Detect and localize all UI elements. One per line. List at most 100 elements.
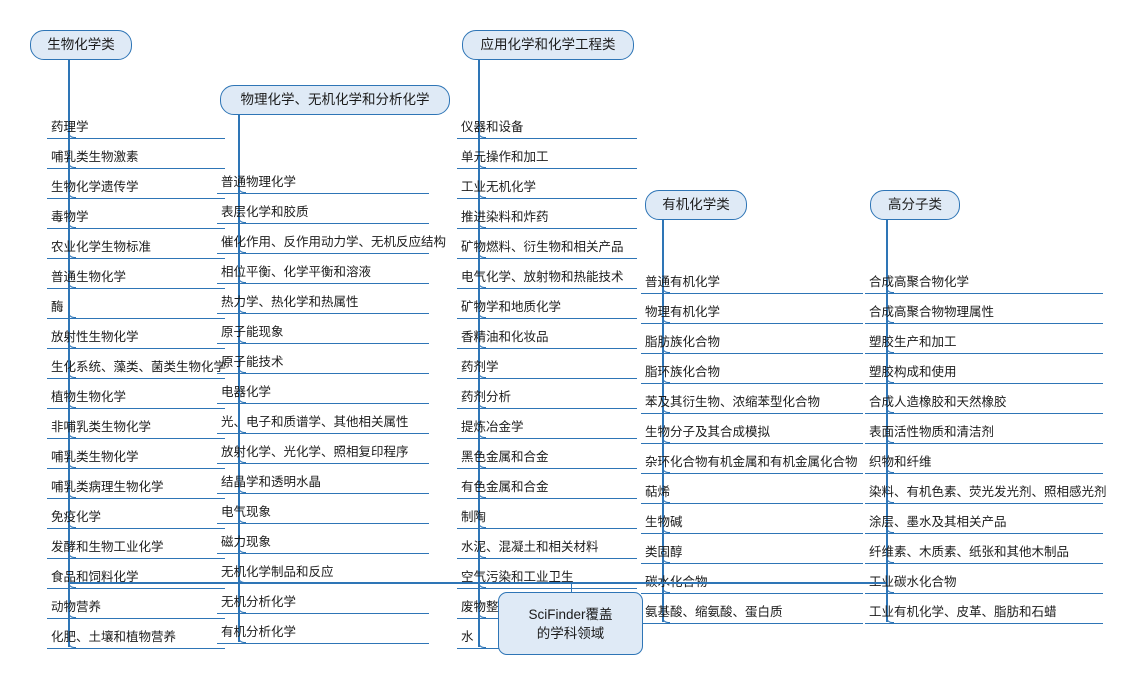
- leaf-item[interactable]: 物理有机化学: [641, 305, 863, 324]
- leaf-connector: [478, 398, 486, 408]
- leaf-item[interactable]: 植物生物化学: [47, 390, 225, 409]
- leaf-item[interactable]: 合成高聚合物物理属性: [865, 305, 1103, 324]
- leaf-item[interactable]: 热力学、热化学和热属性: [217, 295, 429, 314]
- leaf-item-label: 水泥、混凝土和相关材料: [461, 540, 599, 554]
- leaf-item[interactable]: 电气现象: [217, 505, 429, 524]
- leaf-item[interactable]: 结晶学和透明水晶: [217, 475, 429, 494]
- leaf-item[interactable]: 矿物学和地质化学: [457, 300, 637, 319]
- leaf-item[interactable]: 磁力现象: [217, 535, 429, 554]
- leaf-item[interactable]: 推进染料和炸药: [457, 210, 637, 229]
- leaf-item[interactable]: 杂环化合物有机金属和有机金属化合物: [641, 455, 863, 474]
- leaf-item[interactable]: 生化系统、藻类、菌类生物化学: [47, 360, 226, 379]
- leaf-item[interactable]: 氨基酸、缩氨酸、蛋白质: [641, 605, 863, 624]
- leaf-item[interactable]: 制陶: [457, 510, 637, 529]
- leaf-item[interactable]: 萜烯: [641, 485, 863, 504]
- leaf-item[interactable]: 合成高聚合物化学: [865, 275, 1103, 294]
- leaf-item[interactable]: 合成人造橡胶和天然橡胶: [865, 395, 1103, 414]
- leaf-item[interactable]: 无机分析化学: [217, 595, 429, 614]
- leaf-item-label: 苯及其衍生物、浓缩苯型化合物: [645, 395, 821, 409]
- leaf-item[interactable]: 表面活性物质和清洁剂: [865, 425, 1103, 444]
- category-header-organic[interactable]: 有机化学类: [645, 190, 747, 220]
- leaf-item[interactable]: 药剂分析: [457, 390, 637, 409]
- leaf-item[interactable]: 普通有机化学: [641, 275, 863, 294]
- leaf-item[interactable]: 非哺乳类生物化学: [47, 420, 225, 439]
- leaf-item[interactable]: 碳水化合物: [641, 575, 863, 594]
- leaf-connector: [238, 303, 246, 313]
- leaf-item[interactable]: 矿物燃料、衍生物和相关产品: [457, 240, 637, 259]
- leaf-item[interactable]: 酶: [47, 300, 225, 319]
- leaf-connector: [478, 368, 486, 378]
- leaf-item[interactable]: 染料、有机色素、荧光发光剂、照相感光剂: [865, 485, 1107, 504]
- leaf-item-label: 制陶: [461, 510, 487, 524]
- leaf-item[interactable]: 脂环族化合物: [641, 365, 863, 384]
- leaf-item[interactable]: 纤维素、木质素、纸张和其他木制品: [865, 545, 1103, 564]
- category-header-macromolecular[interactable]: 高分子类: [870, 190, 960, 220]
- leaf-item[interactable]: 黑色金属和合金: [457, 450, 637, 469]
- leaf-item[interactable]: 工业无机化学: [457, 180, 637, 199]
- leaf-item[interactable]: 原子能现象: [217, 325, 429, 344]
- leaf-item[interactable]: 有色金属和合金: [457, 480, 637, 499]
- leaf-item[interactable]: 涂层、墨水及其相关产品: [865, 515, 1103, 534]
- leaf-item[interactable]: 生物碱: [641, 515, 863, 534]
- leaf-connector: [886, 493, 894, 503]
- leaf-item[interactable]: 哺乳类生物激素: [47, 150, 225, 169]
- leaf-item[interactable]: 免疫化学: [47, 510, 225, 529]
- leaf-item[interactable]: 织物和纤维: [865, 455, 1103, 474]
- leaf-connector: [68, 608, 76, 618]
- leaf-item[interactable]: 塑胶构成和使用: [865, 365, 1103, 384]
- leaf-item[interactable]: 化肥、土壤和植物营养: [47, 630, 225, 649]
- leaf-item-label: 相位平衡、化学平衡和溶液: [221, 265, 372, 279]
- leaf-item[interactable]: 食品和饲料化学: [47, 570, 225, 589]
- category-header-physical-inorganic-analytical[interactable]: 物理化学、无机化学和分析化学: [220, 85, 450, 115]
- leaf-item[interactable]: 哺乳类病理生物化学: [47, 480, 225, 499]
- leaf-item[interactable]: 水泥、混凝土和相关材料: [457, 540, 637, 559]
- leaf-item[interactable]: 普通物理化学: [217, 175, 429, 194]
- leaf-item[interactable]: 表层化学和胶质: [217, 205, 429, 224]
- leaf-item[interactable]: 催化作用、反作用动力学、无机反应结构: [217, 235, 446, 254]
- leaf-item-label: 推进染料和炸药: [461, 210, 549, 224]
- root-node[interactable]: SciFinder覆盖 的学科领域: [498, 592, 643, 655]
- leaf-connector: [68, 638, 76, 648]
- leaf-item[interactable]: 电气化学、放射物和热能技术: [457, 270, 637, 289]
- leaf-item[interactable]: 动物营养: [47, 600, 225, 619]
- leaf-connector: [68, 548, 76, 558]
- leaf-item-label: 发酵和生物工业化学: [51, 540, 164, 554]
- leaf-item[interactable]: 生物分子及其合成模拟: [641, 425, 863, 444]
- leaf-item-label: 原子能现象: [221, 325, 284, 339]
- leaf-item[interactable]: 农业化学生物标准: [47, 240, 225, 259]
- leaf-item[interactable]: 塑胶生产和加工: [865, 335, 1103, 354]
- leaf-item[interactable]: 电器化学: [217, 385, 429, 404]
- leaf-item[interactable]: 发酵和生物工业化学: [47, 540, 225, 559]
- leaf-item[interactable]: 类固醇: [641, 545, 863, 564]
- leaf-item[interactable]: 放射性生物化学: [47, 330, 225, 349]
- leaf-item[interactable]: 放射化学、光化学、照相复印程序: [217, 445, 429, 464]
- leaf-item[interactable]: 生物化学遗传学: [47, 180, 225, 199]
- leaf-item-label: 无机分析化学: [221, 595, 297, 609]
- category-header-applied-chem-eng[interactable]: 应用化学和化学工程类: [462, 30, 634, 60]
- leaf-item[interactable]: 相位平衡、化学平衡和溶液: [217, 265, 429, 284]
- leaf-item[interactable]: 普通生物化学: [47, 270, 225, 289]
- leaf-item[interactable]: 毒物学: [47, 210, 225, 229]
- leaf-connector: [68, 308, 76, 318]
- leaf-item[interactable]: 工业有机化学、皮革、脂肪和石蜡: [865, 605, 1103, 624]
- leaf-item[interactable]: 空气污染和工业卫生: [457, 570, 637, 589]
- leaf-item[interactable]: 有机分析化学: [217, 625, 429, 644]
- leaf-item[interactable]: 提炼冶金学: [457, 420, 637, 439]
- leaf-item[interactable]: 苯及其衍生物、浓缩苯型化合物: [641, 395, 863, 414]
- leaf-item[interactable]: 原子能技术: [217, 355, 429, 374]
- leaf-item[interactable]: 工业碳水化合物: [865, 575, 1103, 594]
- leaf-item[interactable]: 光、电子和质谱学、其他相关属性: [217, 415, 429, 434]
- leaf-item[interactable]: 仪器和设备: [457, 120, 637, 139]
- category-header-label: 高分子类: [888, 196, 942, 212]
- column-spine-organic: [662, 220, 664, 622]
- leaf-item-label: 磁力现象: [221, 535, 272, 549]
- category-header-biochem[interactable]: 生物化学类: [30, 30, 132, 60]
- leaf-item-label: 脂肪族化合物: [645, 335, 721, 349]
- leaf-item[interactable]: 药剂学: [457, 360, 637, 379]
- leaf-item-label: 普通有机化学: [645, 275, 721, 289]
- leaf-item[interactable]: 香精油和化妆品: [457, 330, 637, 349]
- leaf-item[interactable]: 单元操作和加工: [457, 150, 637, 169]
- leaf-item[interactable]: 药理学: [47, 120, 225, 139]
- leaf-item[interactable]: 哺乳类生物化学: [47, 450, 225, 469]
- leaf-item[interactable]: 脂肪族化合物: [641, 335, 863, 354]
